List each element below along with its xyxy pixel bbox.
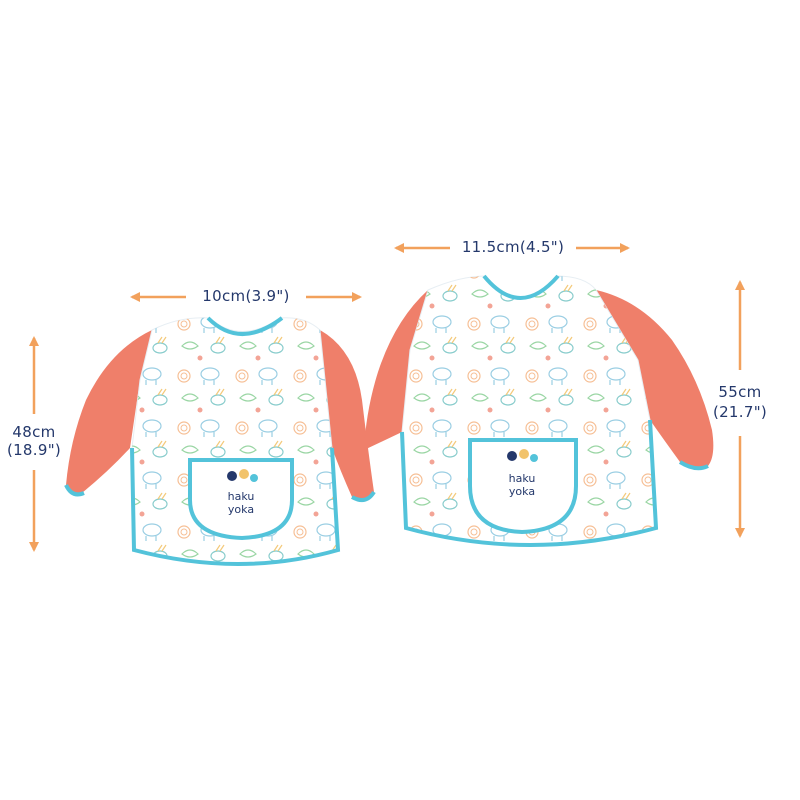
large-length-cm-label: 55cm [718, 383, 762, 401]
large-bib-left-sleeve [364, 290, 428, 450]
large-bib-pocket [468, 438, 578, 535]
small-bib-collar [206, 316, 284, 336]
large-bib-pocket-logo: haku yoka [507, 449, 538, 498]
large-bib-trim [400, 419, 659, 547]
small-bib-logo-line1: haku [228, 490, 255, 503]
dimension-arrows [29, 243, 745, 552]
large-bib-right-sleeve [596, 290, 714, 469]
large-bib-collar [482, 274, 560, 300]
small-width-label: 10cm(3.9") [202, 287, 290, 305]
small-bib: haku yoka [64, 316, 376, 566]
small-length-cm-label: 48cm [12, 423, 56, 441]
large-bib: haku yoka [364, 274, 714, 547]
small-bib-left-sleeve [66, 330, 152, 494]
small-bib-logo-line2: yoka [228, 503, 254, 516]
small-bib-right-sleeve [320, 330, 374, 501]
small-length-in-label: (18.9") [6, 441, 62, 459]
large-width-label: 11.5cm(4.5") [461, 238, 565, 256]
small-bib-pocket [188, 458, 294, 541]
large-bib-logo-line2: yoka [509, 485, 535, 498]
large-length-in-label: (21.7") [712, 403, 768, 421]
large-bib-logo-line1: haku [509, 472, 536, 485]
small-bib-pocket-logo: haku yoka [227, 469, 258, 516]
small-bib-trim [130, 447, 341, 566]
